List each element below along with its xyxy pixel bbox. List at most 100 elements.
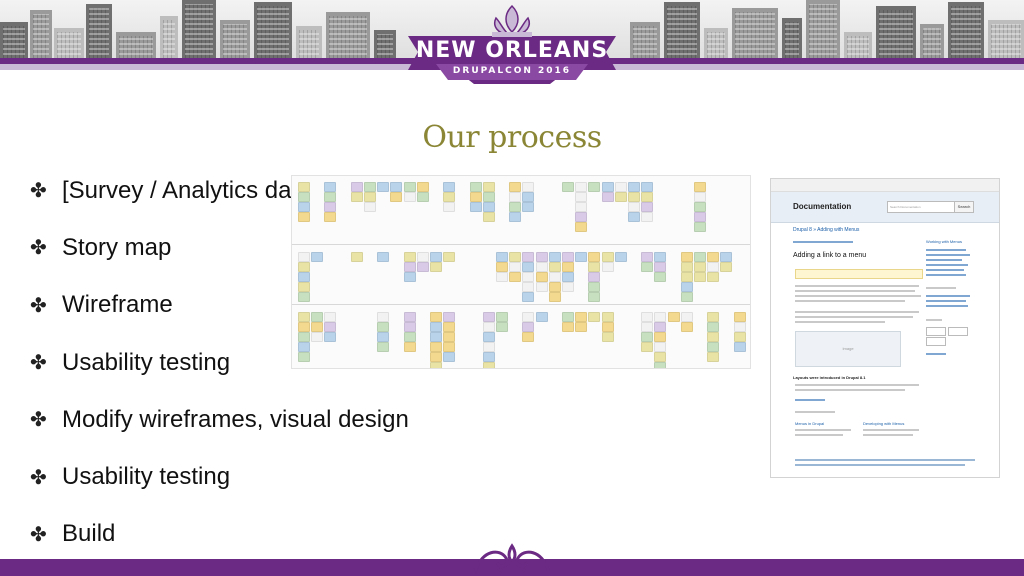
- story-card: [416, 182, 429, 192]
- story-card: [601, 322, 614, 332]
- story-card: [694, 182, 706, 192]
- story-card: [680, 282, 693, 292]
- story-card: [614, 182, 627, 192]
- documentation-wireframe-image: Documentation Search Documentation Searc…: [770, 178, 1000, 478]
- story-card: [588, 282, 601, 292]
- story-card: [654, 262, 667, 272]
- story-card: [430, 252, 442, 262]
- story-card: [654, 352, 667, 362]
- story-card: [324, 332, 337, 342]
- story-card: [535, 262, 548, 272]
- story-card: [509, 202, 522, 212]
- story-card: [601, 192, 614, 202]
- story-card: [694, 192, 706, 202]
- story-card: [509, 272, 522, 282]
- story-card: [575, 322, 588, 332]
- story-card: [377, 332, 390, 342]
- story-card: [707, 352, 720, 362]
- story-card: [654, 332, 667, 342]
- story-card: [641, 262, 654, 272]
- story-card: [720, 262, 733, 272]
- story-card: [377, 182, 390, 192]
- story-card: [588, 262, 601, 272]
- story-card: [364, 192, 376, 202]
- story-card: [694, 262, 706, 272]
- story-card: [416, 192, 429, 202]
- story-card: [298, 352, 310, 362]
- bullet-item: ✤ [Survey / Analytics data]: [30, 162, 409, 219]
- story-card: [641, 182, 654, 192]
- story-card: [403, 252, 416, 262]
- story-card: [298, 282, 310, 292]
- story-card: [311, 252, 324, 262]
- story-card: [575, 182, 588, 192]
- bullet-item: ✤Wireframe: [30, 277, 409, 334]
- story-card: [430, 262, 442, 272]
- story-card: [667, 312, 680, 322]
- story-card: [324, 322, 337, 332]
- story-card: [654, 272, 667, 282]
- doc-sidebar: Working with Menus: [926, 239, 986, 355]
- bullet-text: Usability testing: [62, 463, 231, 491]
- story-card: [680, 272, 693, 282]
- story-card: [641, 252, 654, 262]
- story-card: [390, 192, 403, 202]
- story-card: [680, 252, 693, 262]
- story-card: [298, 262, 310, 272]
- story-card: [377, 312, 390, 322]
- story-card: [601, 332, 614, 342]
- process-bullet-list: ✤[Survey / Analytics data] ✤Story map ✤W…: [30, 162, 409, 563]
- story-card: [562, 182, 574, 192]
- story-card: [562, 272, 574, 282]
- story-card: [403, 332, 416, 342]
- story-card: [298, 202, 310, 212]
- story-card: [654, 312, 667, 322]
- story-card: [443, 312, 456, 322]
- story-card: [575, 192, 588, 202]
- fleur-cross-icon: ✤: [30, 352, 47, 375]
- story-card: [628, 202, 640, 212]
- logo-subtitle: DRUPALCON 2016: [452, 66, 572, 76]
- story-card: [430, 312, 442, 322]
- story-card: [298, 182, 310, 192]
- doc-topbar: [771, 179, 999, 192]
- story-card: [496, 252, 508, 262]
- story-card: [694, 202, 706, 212]
- story-card: [350, 182, 363, 192]
- story-card: [469, 202, 482, 212]
- story-card: [535, 272, 548, 282]
- bullet-item: ✤Build: [30, 506, 409, 563]
- story-card: [364, 202, 376, 212]
- story-card: [403, 182, 416, 192]
- doc-note-box: [795, 269, 923, 279]
- fleur-cross-icon: ✤: [30, 466, 47, 489]
- story-card: [443, 182, 456, 192]
- story-card: [548, 282, 561, 292]
- story-card: [509, 212, 522, 222]
- story-card: [641, 212, 654, 222]
- story-card: [522, 272, 535, 282]
- story-card: [694, 212, 706, 222]
- story-card: [482, 332, 495, 342]
- story-card: [324, 182, 337, 192]
- story-card: [641, 322, 654, 332]
- story-card: [720, 252, 733, 262]
- story-card: [654, 322, 667, 332]
- story-card: [324, 202, 337, 212]
- story-card: [733, 332, 746, 342]
- bullet-text: [Survey / Analytics data]: [62, 176, 319, 204]
- story-card: [364, 182, 376, 192]
- story-card: [707, 272, 720, 282]
- story-card: [733, 342, 746, 352]
- story-card: [298, 332, 310, 342]
- story-card: [601, 262, 614, 272]
- doc-header-title: Documentation: [793, 202, 852, 211]
- story-card: [694, 272, 706, 282]
- fleur-cross-icon: ✤: [30, 180, 47, 203]
- story-card: [694, 252, 706, 262]
- story-card: [390, 182, 403, 192]
- story-card: [680, 262, 693, 272]
- story-card: [298, 292, 310, 302]
- story-card: [641, 312, 654, 322]
- logo-title: NEW ORLEANS: [415, 38, 609, 63]
